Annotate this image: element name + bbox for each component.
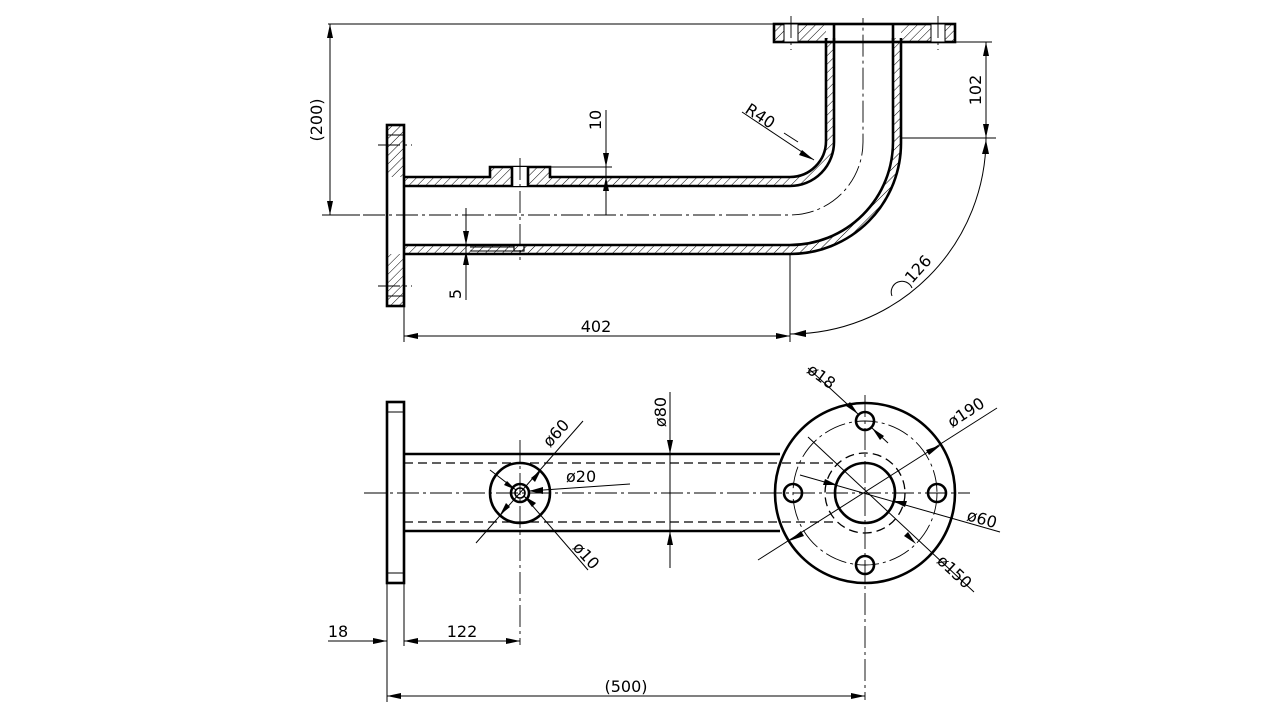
top-view: ø60 ø20 ø10 ø80 ø18 ø190 [328, 360, 1001, 702]
bolt-hole-left [782, 482, 804, 504]
left-flange [385, 123, 406, 308]
top-flange [772, 22, 957, 44]
dim-bore-dia: ø60 [965, 506, 999, 533]
pipe-top-outer-edge [404, 38, 828, 179]
pipe-bottom-outer-edge [404, 38, 903, 256]
dim-bolt-pcd: ø150 [933, 551, 975, 592]
pipe-centerline [330, 18, 864, 216]
pipe-bottom-wall-hatch [404, 38, 902, 254]
dim-overall-length: (500) [604, 677, 647, 696]
dim-upper-offset: 102 [966, 75, 985, 106]
dim-boss-dia: ø60 [539, 416, 573, 451]
dim-wall-thickness: 5 [446, 289, 465, 299]
left-flange-upper-hatch [387, 125, 404, 177]
pipe-bottom-inner-edge [404, 38, 895, 247]
dim-tap-depth: 10 [586, 110, 605, 130]
dim-arc-length: 126 [901, 251, 936, 286]
pipe-top-inner-edge [404, 38, 836, 188]
dim-tap-inner-dia: ø10 [569, 538, 603, 573]
dim-straight-length: 402 [581, 317, 612, 336]
dim-overall-height: (200) [307, 98, 326, 141]
bolt-hole-right [926, 482, 948, 504]
left-flange-lower-hatch [387, 254, 404, 306]
dim-pipe-dia: ø80 [651, 397, 670, 427]
dim-bend-radius: R40 [742, 99, 779, 132]
dim-flange-thickness: 18 [328, 622, 348, 641]
top-flange-hatch [774, 24, 955, 42]
dim-tap-outer-dia: ø20 [566, 467, 596, 486]
front-section-view: (200) 10 R40 102 5 402 [307, 16, 996, 342]
dim-bolt-hole-dia: ø18 [804, 360, 840, 393]
dim-tap-position: 122 [447, 622, 478, 641]
top-view-left-flange [385, 400, 406, 585]
dim-flange-outer-dia: ø190 [944, 393, 988, 431]
